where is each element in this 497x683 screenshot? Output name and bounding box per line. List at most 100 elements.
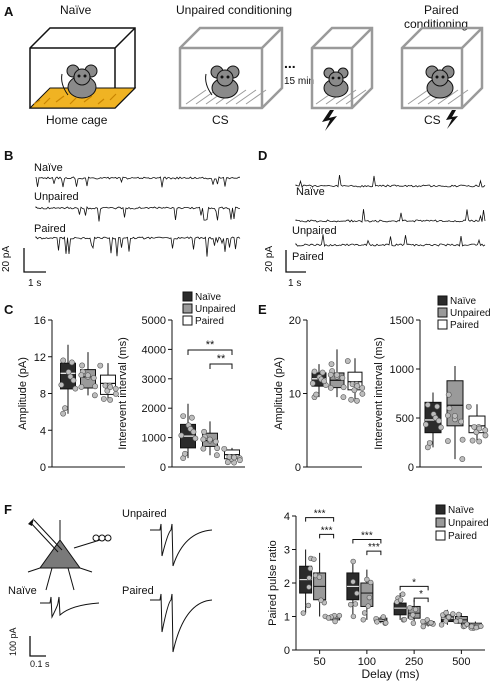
significance-bracket: [209, 363, 233, 369]
data-point: [305, 602, 312, 609]
scale-bar-b: [23, 248, 46, 273]
data-point: [407, 605, 413, 611]
legend-paired: Paired: [195, 316, 224, 327]
y-tick-label: 3: [284, 545, 290, 557]
trace-label-unpaired: Unpaired: [34, 191, 79, 203]
significance-stars: ***: [361, 530, 373, 541]
data-point: [319, 369, 326, 376]
data-point: [182, 450, 188, 457]
trace-label-naive-d: Naïve: [296, 186, 325, 198]
mouse-icon: [205, 65, 240, 99]
scale-y-label-b: 20 pA: [1, 246, 12, 272]
box-Unpaired: [407, 605, 421, 619]
data-point: [306, 584, 312, 590]
data-point: [401, 616, 408, 623]
data-point: [476, 438, 483, 445]
y-axis-label: Amplitude (pA): [273, 357, 285, 430]
data-point: [352, 601, 359, 607]
trace-label-unpaired-f: Unpaired: [122, 508, 167, 520]
y-axis-label: Amplitude (pA): [17, 357, 29, 430]
data-point: [200, 445, 207, 452]
significance-stars: *: [412, 577, 416, 588]
scale-x-label-d: 1 s: [288, 278, 301, 289]
data-point: [58, 381, 65, 388]
data-point: [213, 452, 220, 459]
panel-label-c: C: [4, 302, 14, 317]
significance-stars: ***: [321, 525, 333, 536]
legend-c: Naïve Unpaired Paired: [182, 291, 236, 327]
data-point: [412, 606, 419, 613]
data-point: [359, 390, 366, 397]
significance-bracket: [413, 597, 429, 603]
box-Unpaired: [360, 582, 374, 607]
data-point: [423, 421, 429, 428]
trace-line: [35, 235, 241, 257]
data-point: [351, 387, 358, 394]
x-tick-label: 500: [452, 656, 470, 668]
significance-bracket: [366, 550, 382, 556]
epsc-traces-d: [295, 175, 486, 247]
x-tick-label: 100: [358, 656, 376, 668]
data-point: [456, 611, 462, 618]
data-point: [91, 392, 98, 399]
data-point: [100, 396, 107, 402]
legend-swatch-naive: [437, 295, 448, 306]
scale-x-label-b: 1 s: [28, 278, 41, 289]
data-point: [224, 459, 231, 466]
data-point: [347, 601, 354, 608]
data-point: [318, 597, 324, 603]
shock-cage-illustration: [310, 26, 374, 110]
data-point: [327, 371, 334, 378]
data-point: [325, 615, 332, 621]
mouse-icon: [61, 64, 98, 99]
data-point: [85, 372, 91, 379]
scale-bar-d: [285, 250, 306, 273]
data-point: [309, 380, 316, 387]
data-point: [359, 384, 366, 391]
data-point: [321, 378, 328, 385]
data-point: [380, 614, 387, 620]
significance-stars: *: [419, 589, 423, 600]
legend-swatch-paired: [182, 315, 193, 326]
scale-bar-f: [29, 636, 46, 657]
x-axis-label: Delay (ms): [361, 667, 419, 681]
data-point: [450, 611, 456, 617]
data-point: [410, 612, 416, 618]
data-point: [300, 610, 307, 616]
trace-label-paired: Paired: [34, 223, 66, 235]
data-point: [428, 620, 434, 626]
y-tick-label: 2: [284, 578, 290, 590]
data-point: [200, 436, 207, 443]
data-point: [451, 412, 458, 419]
naive-condition-title: Naïve: [60, 3, 92, 17]
data-point: [374, 619, 380, 625]
trace-label-paired-f: Paired: [122, 585, 154, 597]
data-point: [67, 373, 74, 380]
data-point: [180, 413, 187, 419]
ellipsis: ...: [284, 55, 296, 71]
legend-swatch-unpaired: [435, 517, 446, 528]
y-tick-label: 0: [295, 462, 301, 474]
significance-stars: **: [217, 353, 226, 365]
cs-label-1: CS: [212, 113, 229, 127]
data-point: [360, 617, 366, 623]
data-point: [344, 358, 351, 364]
mouse-icon: [323, 67, 349, 98]
data-point: [190, 428, 197, 435]
paired-condition-title-line1: Paired: [424, 3, 459, 17]
data-point: [311, 368, 318, 375]
trace-line: [35, 206, 241, 222]
data-point: [332, 618, 338, 625]
data-point: [445, 614, 452, 620]
x-tick-label: 50: [314, 656, 326, 668]
y-tick-label: 0: [408, 462, 414, 474]
data-point: [482, 432, 489, 439]
data-point: [365, 603, 371, 609]
data-point: [78, 384, 85, 390]
home-cage-illustration: [28, 27, 137, 109]
data-point: [339, 374, 346, 381]
significance-bracket: [305, 517, 335, 522]
data-point: [426, 440, 433, 446]
